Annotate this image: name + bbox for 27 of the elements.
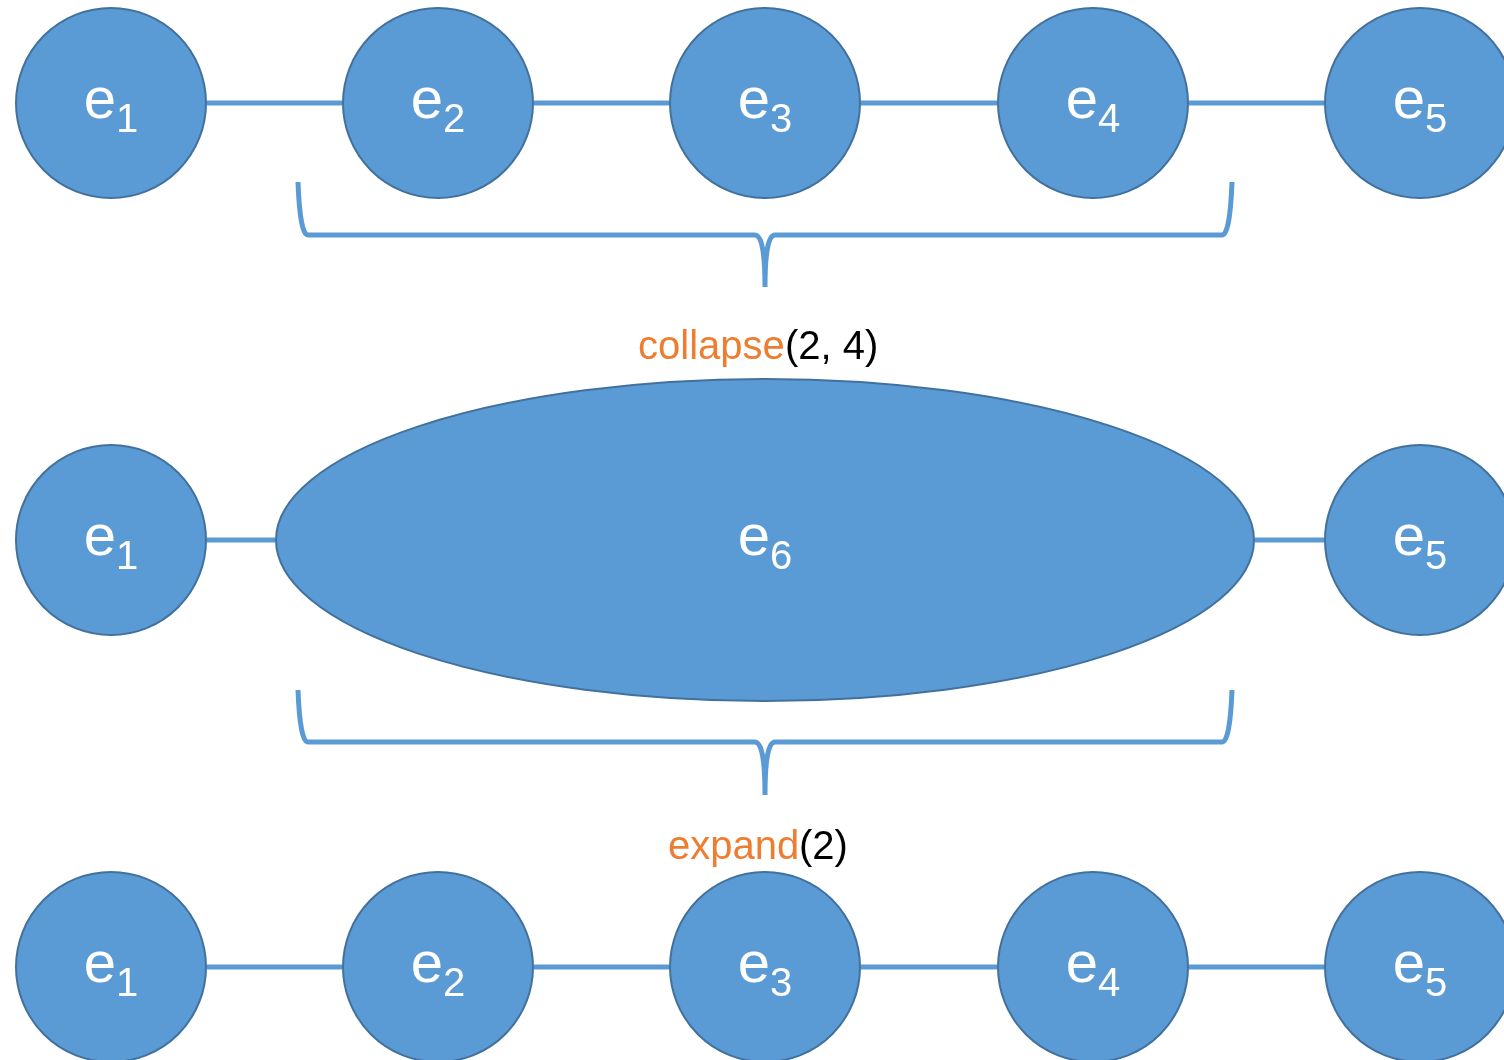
node-label: e$_{1}$ <box>83 932 139 1002</box>
connector-line <box>1189 964 1324 970</box>
operation-arguments: (2, 4) <box>785 325 879 365</box>
node-label: e$_{2}$ <box>410 932 466 1002</box>
connector-line <box>207 964 342 970</box>
connector-line <box>207 537 275 543</box>
operation-arguments: (2) <box>799 825 848 865</box>
node-label: e$_{6}$ <box>737 505 793 575</box>
connector-line <box>1189 100 1324 106</box>
node-label: e$_{1}$ <box>83 68 139 138</box>
node-label: e$_{3}$ <box>737 68 793 138</box>
connector-line <box>207 100 342 106</box>
connector-line <box>861 964 997 970</box>
connector-line <box>861 100 997 106</box>
node-label: e$_{4}$ <box>1065 932 1121 1002</box>
connector-line <box>534 100 669 106</box>
node-label: e$_{2}$ <box>410 68 466 138</box>
connector-line <box>1255 537 1324 543</box>
node-label: e$_{1}$ <box>83 505 139 575</box>
node-label: e$_{5}$ <box>1392 932 1448 1002</box>
operation-name: collapse <box>638 325 785 365</box>
node-label: e$_{4}$ <box>1065 68 1121 138</box>
operation-name: expand <box>668 825 800 865</box>
node-label: e$_{5}$ <box>1392 505 1448 575</box>
node-label: e$_{3}$ <box>737 932 793 1002</box>
connector-line <box>534 964 669 970</box>
node-label: e$_{5}$ <box>1392 68 1448 138</box>
